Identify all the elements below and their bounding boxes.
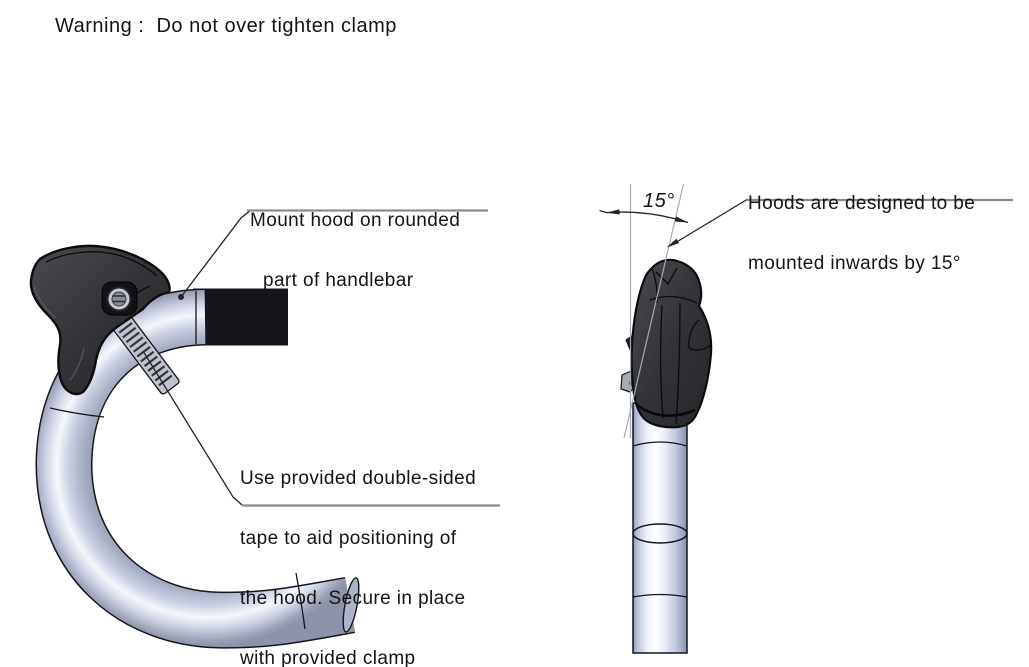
angle-dimension — [599, 209, 689, 224]
warning-note: Warning : Do not over tighten clamp — [55, 15, 397, 37]
drop-tube — [632, 402, 688, 654]
handlebar-front-view — [29, 209, 500, 649]
angle-construction-lines — [623, 183, 685, 439]
callout-line: tape to aid positioning of — [240, 528, 457, 549]
callout-line: mounted inwards by 15° — [748, 253, 961, 274]
leader-tape-clamp — [142, 350, 500, 507]
leader-hood-angle — [666, 198, 1013, 248]
dimension-arrow-right — [674, 216, 688, 223]
bar-seam-lines — [49, 291, 306, 630]
callout-line: part of handlebar — [263, 270, 414, 291]
bar-end-face — [342, 577, 360, 633]
callout-line: Hoods are designed to be — [748, 193, 976, 214]
handlebar-side-view — [599, 183, 1013, 654]
callout-tape-clamp: Use provided double-sided tape to aid po… — [240, 429, 476, 667]
screw-slot — [113, 295, 125, 303]
callout-line: with provided clamp — [240, 648, 416, 667]
callout-mount-hood: Mount hood on rounded part of handlebar — [250, 171, 460, 331]
dimension-arrow-left — [606, 209, 620, 215]
leader-mount-hood — [178, 209, 488, 300]
callout-line: the hood. Secure in place — [240, 588, 466, 609]
handlebar-curve — [36, 290, 355, 648]
angle-dimension-label: 15° — [643, 190, 675, 212]
callout-line: Mount hood on rounded — [250, 210, 461, 231]
callout-line: Use provided double-sided — [240, 468, 477, 489]
brake-hood-side — [630, 258, 713, 429]
tilted-reference-line — [623, 183, 685, 439]
callout-hood-angle: Hoods are designed to be mounted inwards… — [748, 154, 975, 314]
brake-hood-front — [29, 244, 171, 396]
leader-arrowhead — [666, 238, 679, 248]
tube-joint-ellipse — [632, 523, 688, 544]
